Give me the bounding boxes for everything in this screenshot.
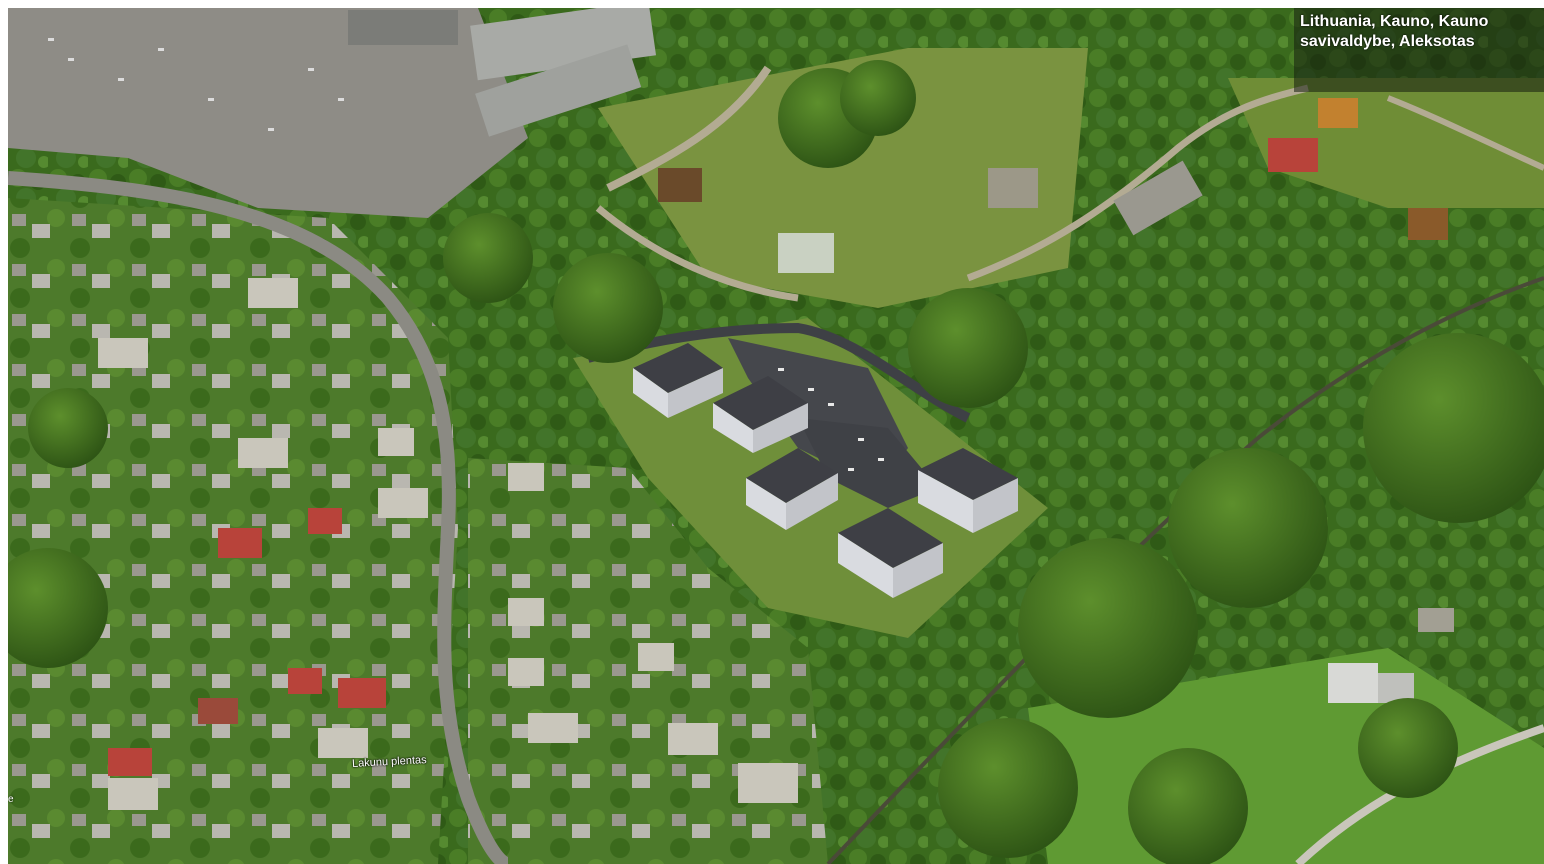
- aerial-photo: [8, 8, 1544, 864]
- industrial-zone: [8, 8, 528, 218]
- warehouse-roof: [348, 10, 458, 45]
- road-lakunu-plentas: [8, 171, 510, 864]
- planned-building-1: [633, 343, 723, 418]
- planned-building-5: [838, 508, 943, 598]
- road: [606, 65, 772, 192]
- location-label-line2: savivaldybe, Aleksotas: [1300, 33, 1475, 50]
- meadow: [1228, 78, 1544, 208]
- houses: [98, 98, 1454, 810]
- location-label: Lithuania, Kauno, Kauno savivaldybe, Ale…: [1294, 8, 1544, 92]
- parking-lot: [798, 418, 938, 508]
- planned-building-2: [713, 376, 808, 453]
- aerial-map-view[interactable]: Lithuania, Kauno, Kauno savivaldybe, Ale…: [8, 8, 1544, 864]
- planned-building-3: [746, 448, 838, 530]
- site-access-road: [586, 322, 971, 423]
- location-label-line1: Lithuania, Kauno, Kauno: [1300, 13, 1489, 30]
- road: [1386, 95, 1544, 171]
- planned-building-4: [918, 448, 1018, 533]
- warehouse-roof: [475, 44, 642, 137]
- tree-canopy: [8, 60, 1544, 864]
- meadow: [598, 48, 1088, 308]
- parked-cars: [48, 38, 344, 131]
- road: [966, 84, 1309, 282]
- edge-label: e: [8, 794, 14, 805]
- site-cars: [778, 368, 884, 471]
- road: [595, 205, 799, 302]
